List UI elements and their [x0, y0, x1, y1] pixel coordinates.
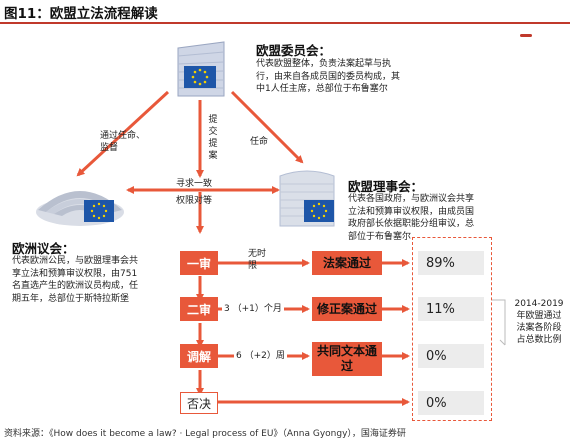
side-note-line: 2014-2019 — [514, 299, 564, 309]
stage-conciliation: 调解 — [180, 344, 218, 368]
title-divider — [0, 22, 570, 24]
appoint-supervise-label: 通过任命、 监督 — [100, 130, 145, 154]
page-title: 图11：欧盟立法流程解读 — [4, 6, 158, 22]
pct-second-reading: 11% — [418, 297, 484, 321]
side-note-line: 法案各阶段 — [516, 323, 562, 333]
eu-council-building-icon — [276, 166, 338, 228]
commission-desc-line: 代表欧盟整体，负责法案起草与执 — [256, 59, 392, 69]
side-note-line: 占总数比例 — [516, 335, 562, 345]
label-char: 提 — [208, 139, 218, 149]
commission-desc-line: 中1人任主席，总部位于布鲁塞尔 — [256, 84, 388, 94]
parliament-desc-line: 代表欧洲公民，与欧盟理事会共 — [12, 256, 139, 266]
label-char: 提 — [208, 115, 218, 125]
result-line: 过 — [340, 359, 353, 373]
eu-commission-building-icon — [170, 40, 232, 98]
equal-authority-label: 权限对等 — [176, 196, 213, 206]
commission-desc-line: 行，由来自各成员国的委员构成，其 — [256, 71, 401, 82]
pct-conciliation: 0% — [418, 344, 484, 368]
stage-conciliation-note: 6 （+2）周 — [234, 350, 287, 362]
pct-first-reading: 89% — [418, 251, 484, 275]
note-line: 无时 — [248, 249, 267, 259]
top-right-mark — [520, 34, 532, 37]
label-char: 案 — [208, 151, 218, 161]
appoint-label: 任命 — [250, 137, 269, 147]
stage-second-note: 3 （+1）个月 — [222, 303, 284, 315]
result-joint-text-passed: 共同文本通 过 — [312, 342, 382, 376]
source-footer: 资料来源：《How does it become a law? · Legal … — [4, 429, 406, 439]
stage-second-reading: 二审 — [180, 297, 218, 321]
result-line: 共同文本通 — [316, 344, 377, 358]
council-desc-line: 立法和预算审议权限，由成员国 — [348, 206, 475, 217]
council-desc-line: 政府部长依据职能分组审议，总 — [348, 219, 475, 229]
label-char: 交 — [208, 127, 218, 137]
pct-rejected: 0% — [418, 391, 484, 415]
eu-parliament-hemicycle-icon — [34, 178, 126, 228]
parliament-desc-line: 名直选产生的欧洲议员构成，任 — [12, 281, 139, 291]
stage-rejected: 否决 — [180, 392, 218, 414]
result-amendment-passed: 修正案通过 — [312, 297, 382, 321]
council-name: 欧盟理事会： — [348, 179, 424, 194]
label-line: 监督 — [100, 143, 119, 153]
percentage-column-frame — [412, 237, 492, 421]
side-note: 2014-2019 年欧盟通过 法案各阶段 占总数比例 — [508, 298, 570, 346]
consensus-label: 寻求一致 — [176, 179, 213, 189]
parliament-desc: 代表欧洲公民，与欧盟理事会共 享立法和预算审议权限，由751 名直选产生的欧洲议… — [12, 255, 172, 305]
submit-proposal-label: 提 交 提 案 — [206, 114, 220, 162]
parliament-desc-line: 期五年，总部位于斯特拉斯堡 — [12, 293, 130, 304]
commission-desc: 代表欧盟整体，负责法案起草与执 行，由来自各成员国的委员构成，其 中1人任主席，… — [256, 58, 461, 96]
result-law-passed: 法案通过 — [312, 251, 382, 275]
parliament-name: 欧洲议会： — [12, 241, 75, 256]
note-line: 限 — [248, 261, 258, 271]
side-note-line: 年欧盟通过 — [516, 311, 562, 321]
label-line: 通过任命、 — [100, 131, 146, 141]
council-desc: 代表各国政府，与欧洲议会共享 立法和预算审议权限，由成员国 政府部长依据职能分组… — [348, 193, 518, 243]
stage-first-note: 无时 限 — [248, 248, 266, 272]
parliament-desc-line: 享立法和预算审议权限，由751 — [12, 268, 138, 279]
council-desc-line: 代表各国政府，与欧洲议会共享 — [348, 194, 475, 204]
stage-first-reading: 一审 — [180, 251, 218, 275]
commission-name: 欧盟委员会： — [256, 43, 332, 58]
council-desc-line: 部位于布鲁塞尔 — [348, 231, 412, 242]
